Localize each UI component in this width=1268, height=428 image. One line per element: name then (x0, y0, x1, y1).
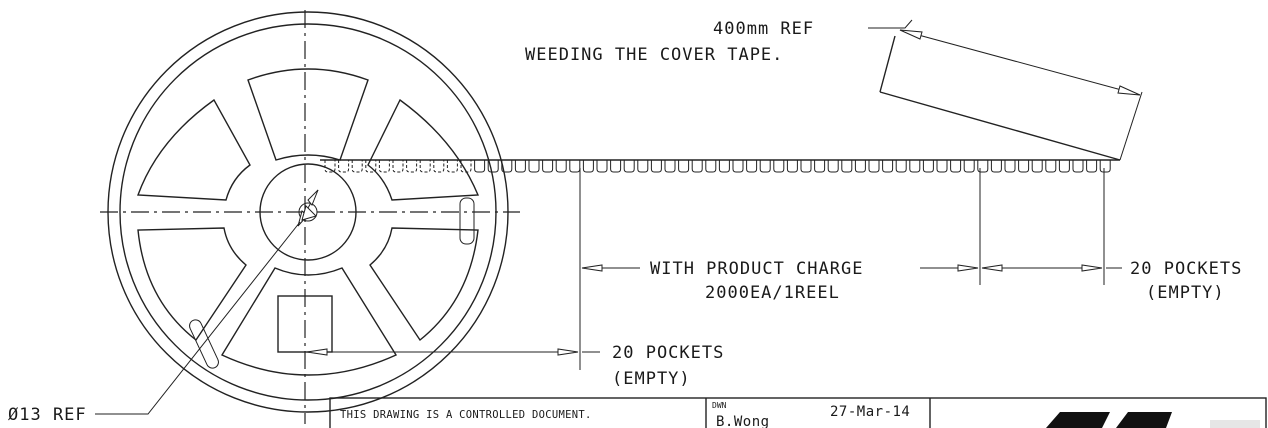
ref-extension (1119, 91, 1143, 161)
tape-pocket (610, 160, 622, 173)
pockets-bottom-label: 20 POCKETS (612, 343, 724, 363)
tape-pocket (1045, 160, 1057, 173)
tape-pocket (786, 160, 798, 173)
tape-pocket (841, 160, 853, 173)
tape-pocket (705, 160, 717, 173)
empty-right-arrow-right (1081, 264, 1103, 272)
title-block: THIS DRAWING IS A CONTROLLED DOCUMENT. D… (329, 397, 1267, 428)
tape-pocket (596, 160, 608, 173)
tape-pocket (555, 160, 567, 173)
tape-pocket (406, 160, 418, 173)
tape-pocket (623, 160, 635, 173)
ref-leader (868, 19, 913, 29)
tape-pocket (895, 160, 907, 173)
tape-pockets (324, 160, 1111, 173)
drawing-date: 27-Mar-14 (830, 404, 910, 420)
ref-length-label: 400mm REF (713, 19, 814, 39)
carrier-tape: 400mm REF WEEDING THE COVER TAPE. (320, 19, 1143, 173)
tape-pocket (1072, 160, 1084, 173)
tape-pocket (392, 160, 404, 173)
tape-pocket (324, 160, 336, 173)
tape-pocket (1086, 160, 1098, 173)
ref-arrow-right (1117, 85, 1141, 96)
tape-pocket (814, 160, 826, 173)
tape-pocket (446, 160, 458, 173)
tape-pocket (542, 160, 554, 173)
tape-pocket (746, 160, 758, 173)
empty-bottom-arrow-left (306, 348, 328, 356)
reel: Ø13 REF (8, 10, 520, 425)
tape-pocket (637, 160, 649, 173)
tape-pocket (1099, 160, 1111, 173)
tape-pocket (433, 160, 445, 173)
pocket-dimensions: WITH PRODUCT CHARGE 2000EA/1REEL 20 POCK… (305, 168, 1242, 389)
tape-pocket (365, 160, 377, 173)
tape-pocket (460, 160, 472, 173)
tape-pocket (528, 160, 540, 173)
company-logo-part (1116, 412, 1172, 428)
tape-pocket (419, 160, 431, 173)
empty-bottom-arrow-right (557, 348, 579, 356)
charge-arrow-left (581, 264, 603, 272)
reel-slot-right (459, 197, 475, 245)
tape-pocket (1018, 160, 1030, 173)
tape-pocket (501, 160, 513, 173)
tape-pocket (977, 160, 989, 173)
tape-pocket (1058, 160, 1070, 173)
tape-pocket (582, 160, 594, 173)
tape-pocket (773, 160, 785, 173)
quantity-label: 2000EA/1REEL (705, 283, 840, 303)
ref-dimension-line (899, 29, 1141, 96)
tape-pocket (1004, 160, 1016, 173)
product-charge-label: WITH PRODUCT CHARGE (650, 259, 863, 279)
tape-pocket (487, 160, 499, 173)
tape-pocket (718, 160, 730, 173)
tape-pocket (909, 160, 921, 173)
cover-tape-lower (879, 91, 1121, 161)
tape-pocket (990, 160, 1002, 173)
tape-pocket (664, 160, 676, 173)
drawn-by: B.Wong (716, 414, 770, 428)
pockets-right-label: 20 POCKETS (1130, 259, 1242, 279)
logo-shadow (1210, 420, 1260, 428)
tape-pocket (950, 160, 962, 173)
tape-pocket (854, 160, 866, 173)
weeding-label: WEEDING THE COVER TAPE. (525, 45, 783, 65)
diameter-ref-label: Ø13 REF (8, 405, 87, 425)
tape-pocket (678, 160, 690, 173)
tape-pocket (514, 160, 526, 173)
reel-windows (137, 68, 480, 376)
tape-pocket (378, 160, 390, 173)
tape-pocket (732, 160, 744, 173)
tape-pocket (800, 160, 812, 173)
tape-pocket (882, 160, 894, 173)
tape-pocket (922, 160, 934, 173)
pockets-bottom-empty: (EMPTY) (612, 369, 691, 389)
diameter-leader (95, 221, 301, 415)
drawn-label: DWN (712, 401, 727, 410)
title-block-frame (329, 397, 1267, 428)
tape-pocket (650, 160, 662, 173)
tape-pocket (569, 160, 581, 173)
tape-pocket (351, 160, 363, 173)
reel-slot (189, 319, 219, 369)
tape-pocket (963, 160, 975, 173)
tape-pocket (1031, 160, 1043, 173)
tape-pocket (759, 160, 771, 173)
tape-pocket (338, 160, 350, 173)
pockets-right-empty: (EMPTY) (1146, 283, 1225, 303)
company-logo (1046, 412, 1110, 428)
tape-pocket (936, 160, 948, 173)
controlled-document-note: THIS DRAWING IS A CONTROLLED DOCUMENT. (340, 409, 592, 421)
charge-arrow-right (957, 264, 979, 272)
tape-pocket (691, 160, 703, 173)
tape-pocket (474, 160, 486, 173)
tape-pocket (827, 160, 839, 173)
cover-tape-end (879, 35, 896, 93)
tape-pocket (868, 160, 880, 173)
empty-right-arrow-left (981, 264, 1003, 272)
ref-arrow-left (899, 29, 923, 40)
